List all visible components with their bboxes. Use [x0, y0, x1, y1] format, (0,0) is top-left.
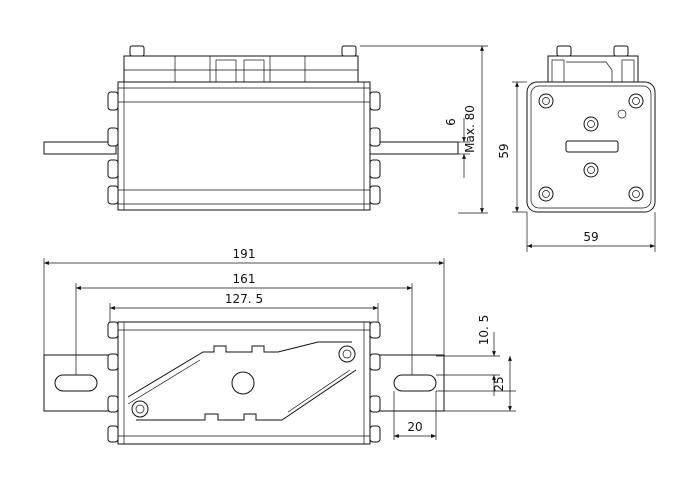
side-right-blade [369, 141, 459, 155]
top-studs [107, 321, 381, 443]
dim-top-slot-pitch: 25 [436, 356, 516, 412]
dim-top-overall: 191 [43, 247, 445, 355]
front-bolt [613, 45, 629, 57]
side-bolt [129, 45, 145, 57]
side-top-contacts [123, 55, 359, 83]
front-indicator [617, 109, 627, 119]
side-studs [107, 91, 381, 205]
top-bolt [131, 400, 149, 418]
top-contact-lower [136, 369, 357, 421]
front-slot [565, 140, 619, 153]
top-bolt [338, 345, 356, 363]
top-view: 191 161 127. 5 10. 5 25 [43, 247, 516, 445]
dim-label-10-5: 10. 5 [477, 315, 491, 346]
dim-label-161: 161 [233, 272, 256, 286]
front-body [526, 81, 656, 213]
dim-front-height: 59 [497, 81, 527, 213]
side-bolt [341, 45, 357, 57]
dim-label-127-5: 127. 5 [225, 292, 263, 306]
top-contact-upper [127, 341, 352, 398]
side-view: 6 Max. 80 [43, 45, 488, 214]
top-body [117, 321, 371, 445]
dim-front-width: 59 [526, 212, 656, 252]
top-center-hole [231, 371, 255, 395]
side-left-blade [43, 141, 117, 155]
front-corner-bolts [538, 93, 644, 202]
dim-side-blade: 6 [444, 118, 470, 178]
dim-top-body: 127. 5 [109, 292, 379, 322]
dim-label-25: 25 [492, 376, 506, 391]
front-center-bolt [583, 162, 599, 178]
front-bolt [556, 45, 572, 57]
dim-top-slot-length: 20 [393, 391, 437, 440]
top-mounting-slot [393, 374, 437, 392]
dim-label-20: 20 [407, 420, 422, 434]
dim-label-front-height: 59 [497, 143, 511, 158]
dim-top-slot-width: 10. 5 [436, 315, 500, 396]
side-body [117, 81, 371, 211]
dim-label-front-width: 59 [583, 230, 598, 244]
dim-label-191: 191 [233, 247, 256, 261]
dim-top-holes: 161 [75, 272, 413, 375]
front-view: 59 59 [497, 45, 656, 252]
front-center-bolt [583, 116, 599, 132]
dim-label-blade: 6 [444, 118, 458, 126]
dim-label-height: Max. 80 [463, 105, 477, 153]
dim-side-height: Max. 80 [360, 45, 488, 214]
